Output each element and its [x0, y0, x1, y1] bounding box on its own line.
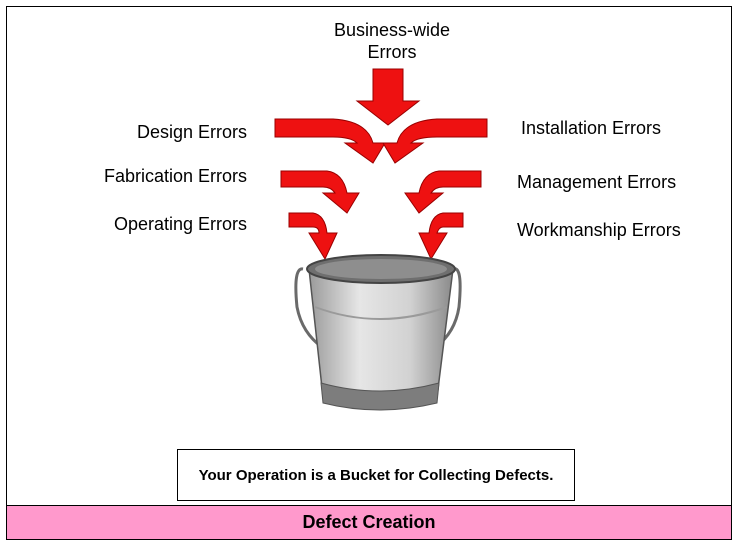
label-fabrication-errors: Fabrication Errors — [103, 166, 247, 186]
slide-frame: Business-wide Errors Design Errors Fabri… — [6, 6, 732, 540]
curved-arrow-icon — [288, 212, 338, 261]
label-operating-errors: Operating Errors — [113, 214, 247, 234]
curved-arrow-icon — [280, 170, 360, 214]
curved-arrow-icon — [274, 118, 386, 164]
caption-box: Your Operation is a Bucket for Collectin… — [177, 449, 575, 501]
diagram-art — [274, 68, 488, 411]
curved-arrow-icon — [404, 170, 482, 214]
label-design-errors: Design Errors — [136, 122, 247, 142]
curved-arrow-icon — [382, 118, 488, 164]
bucket-icon — [294, 254, 462, 411]
label-management-errors: Management Errors — [517, 172, 677, 192]
caption-text: Your Operation is a Bucket for Collectin… — [198, 466, 554, 484]
down-arrow-icon — [355, 68, 421, 126]
footer-title: Defect Creation — [302, 512, 436, 532]
curved-arrow-icon — [418, 212, 464, 261]
footer-bar: Defect Creation — [7, 505, 731, 539]
label-installation-errors: Installation Errors — [521, 118, 662, 138]
label-business-wide-errors: Business-wide Errors — [333, 20, 451, 62]
label-workmanship-errors: Workmanship Errors — [517, 220, 681, 240]
